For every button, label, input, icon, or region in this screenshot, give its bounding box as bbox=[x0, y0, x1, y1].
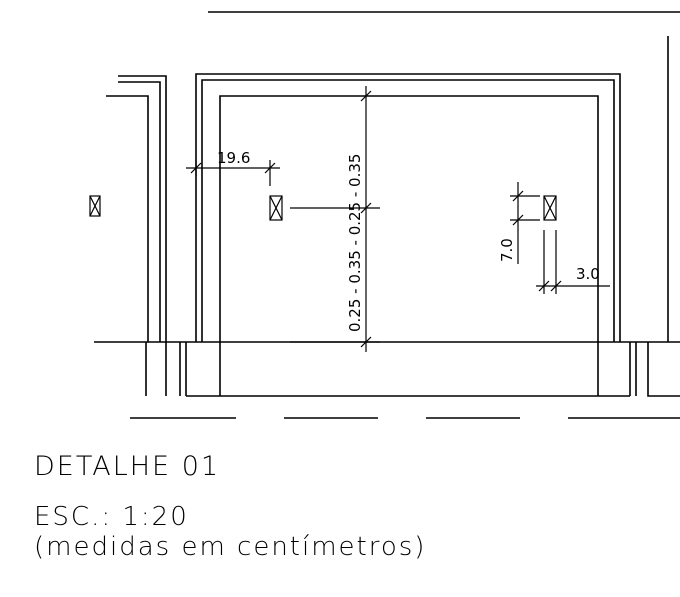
dimension-chain-label: 0.25 - 0.35 - 0.25 - 0.35 bbox=[346, 154, 364, 332]
scale-label: ESC.: 1:20 bbox=[34, 502, 189, 532]
switch-box-symbol bbox=[269, 195, 283, 221]
dimension-horizontal-3-0: 3.0 bbox=[536, 230, 610, 294]
switch-box-symbol bbox=[89, 195, 101, 217]
units-note: (medidas em centímetros) bbox=[34, 532, 427, 562]
detail-title: DETALHE 01 bbox=[34, 451, 221, 482]
dimension-label: 19.6 bbox=[217, 149, 250, 167]
switch-box-symbol bbox=[543, 195, 557, 221]
left-wall bbox=[106, 75, 167, 342]
foundation-lines bbox=[145, 342, 680, 397]
dimension-vertical-7-0: 7.0 bbox=[498, 182, 540, 264]
opening-frame bbox=[195, 73, 621, 342]
dimension-horizontal-19-6: 19.6 bbox=[186, 149, 280, 186]
dimension-vertical-chain: 0.25 - 0.35 - 0.25 - 0.35 bbox=[290, 86, 380, 352]
dimension-label: 7.0 bbox=[498, 238, 516, 262]
dimension-label: 3.0 bbox=[576, 265, 600, 283]
